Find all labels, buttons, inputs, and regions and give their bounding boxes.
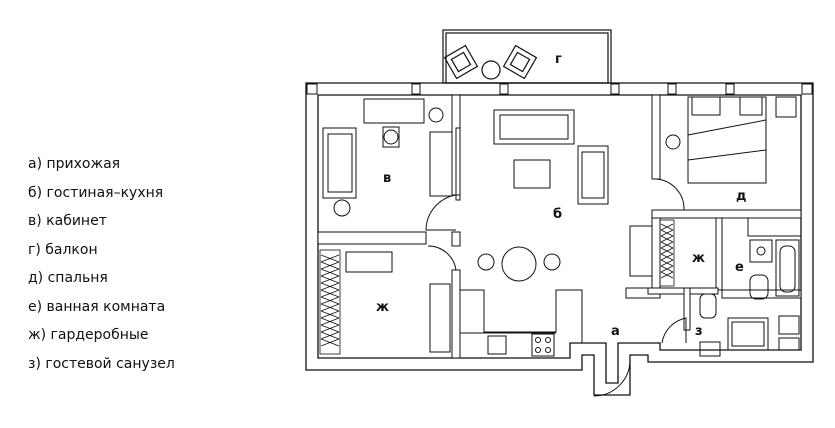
legend-item-balcony: г) балкон bbox=[28, 241, 98, 258]
study-door bbox=[425, 194, 457, 231]
room-label-hallway: а bbox=[611, 324, 620, 339]
legend-item-bathroom: е) ванная комната bbox=[28, 298, 166, 315]
wardrobe-left bbox=[319, 249, 341, 355]
dining-set bbox=[477, 246, 561, 282]
room-label-guest-wc: з bbox=[695, 324, 703, 339]
study-chair bbox=[382, 126, 400, 148]
study-desk bbox=[363, 98, 425, 124]
armchair bbox=[577, 145, 609, 205]
bathroom-fixtures bbox=[747, 217, 802, 300]
room-label-living-kitchen: б bbox=[553, 207, 562, 222]
room-label-bedroom: д bbox=[736, 189, 747, 204]
dressing-shelves-left bbox=[345, 251, 451, 353]
kitchen-counter bbox=[460, 289, 583, 357]
bedroom-walls bbox=[651, 94, 802, 219]
legend-item-study: в) кабинет bbox=[28, 213, 107, 229]
balcony-chair-left bbox=[443, 44, 479, 80]
legend-item-bedroom: д) спальня bbox=[28, 270, 108, 286]
dressing-door-left bbox=[427, 245, 457, 271]
room-label-bathroom: е bbox=[735, 260, 744, 275]
legend-item-dressing-rooms: ж) гардеробные bbox=[28, 327, 149, 343]
room-label-dressing-left: ж bbox=[376, 300, 389, 315]
balcony-table bbox=[481, 60, 501, 80]
wc-door bbox=[661, 317, 687, 344]
coffee-table bbox=[513, 159, 551, 189]
dressing-room-left-walls bbox=[451, 269, 461, 359]
wc-fixtures bbox=[699, 293, 800, 357]
entrance-door bbox=[593, 359, 631, 397]
balcony-chair-right bbox=[502, 44, 538, 80]
living-tv-unit bbox=[629, 225, 653, 277]
windows bbox=[306, 83, 813, 95]
inner-walls-right bbox=[625, 217, 802, 331]
room-label-study: в bbox=[383, 171, 391, 186]
living-sofa bbox=[493, 109, 575, 145]
legend-item-living-kitchen: б) гостиная–кухня bbox=[28, 184, 164, 201]
study-tv-cabinet bbox=[429, 127, 461, 201]
study-side-table bbox=[333, 199, 351, 217]
study-lamp bbox=[428, 107, 444, 123]
wardrobe-right bbox=[659, 219, 675, 287]
outer-walls bbox=[305, 82, 814, 396]
study-sofa bbox=[322, 127, 357, 199]
bedroom-door bbox=[655, 178, 685, 211]
bedroom-furniture bbox=[665, 96, 797, 184]
room-label-balcony: г bbox=[555, 52, 562, 67]
legend-item-hallway: а) прихожая bbox=[28, 156, 121, 172]
legend: а) прихожая б) гостиная–кухня в) кабинет… bbox=[28, 150, 175, 378]
room-label-dressing-right: ж bbox=[692, 251, 705, 266]
legend-item-guest-wc: з) гостевой санузел bbox=[28, 355, 175, 372]
